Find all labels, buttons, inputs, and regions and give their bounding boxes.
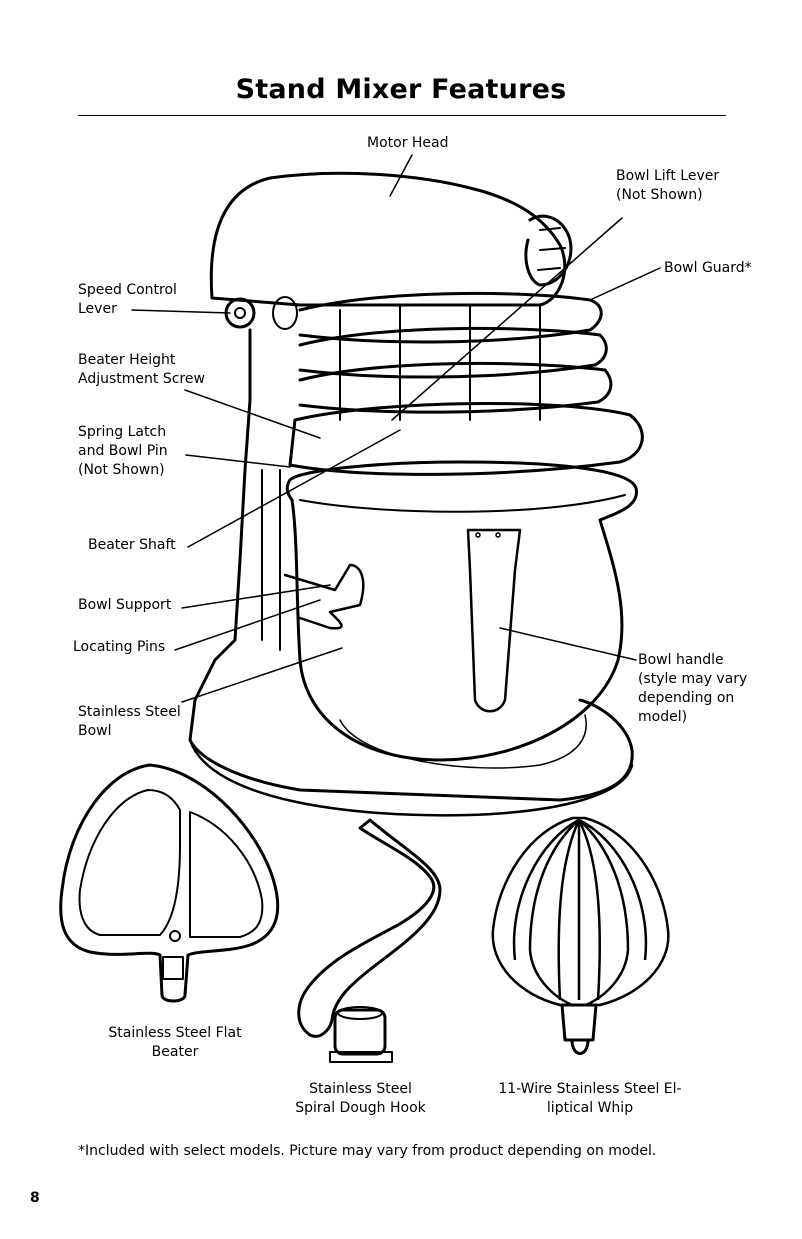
dough-hook-illustration xyxy=(297,818,442,1063)
label-locating-pins: Locating Pins xyxy=(73,639,166,655)
bowl-handle-outline xyxy=(466,528,522,713)
motor-head-outline xyxy=(209,171,567,307)
label-spring-latch: Spring Latch and Bowl Pin (Not Shown) xyxy=(78,424,168,478)
wire-whip-illustration xyxy=(491,816,670,1055)
label-bowl-support: Bowl Support xyxy=(78,597,172,613)
flat-beater-illustration xyxy=(59,763,280,1003)
label-stainless-steel-bowl: Stainless Steel Bowl xyxy=(78,704,181,739)
bowl-outline xyxy=(285,460,638,762)
bowl-guard-outline xyxy=(298,291,603,344)
title-rule xyxy=(78,115,726,116)
label-beater-height-screw: Beater Height Adjustment Screw xyxy=(78,352,205,387)
label-bowl-guard: Bowl Guard* xyxy=(664,260,752,276)
footnote: *Included with select models. Picture ma… xyxy=(78,1143,657,1159)
label-dough-hook: Stainless Steel Spiral Dough Hook xyxy=(295,1081,426,1116)
label-bowl-lift-lever: Bowl Lift Lever (Not Shown) xyxy=(616,168,720,203)
page-title: Stand Mixer Features xyxy=(235,74,567,105)
label-wire-whip: 11-Wire Stainless Steel El- liptical Whi… xyxy=(498,1081,682,1116)
label-bowl-handle: Bowl handle (style may vary depending on… xyxy=(638,652,748,725)
page-number: 8 xyxy=(30,1190,40,1206)
label-motor-head: Motor Head xyxy=(367,135,449,151)
label-beater-shaft: Beater Shaft xyxy=(88,537,176,553)
label-flat-beater: Stainless Steel Flat Beater xyxy=(108,1025,242,1060)
label-speed-control-lever: Speed Control Lever xyxy=(78,282,177,317)
